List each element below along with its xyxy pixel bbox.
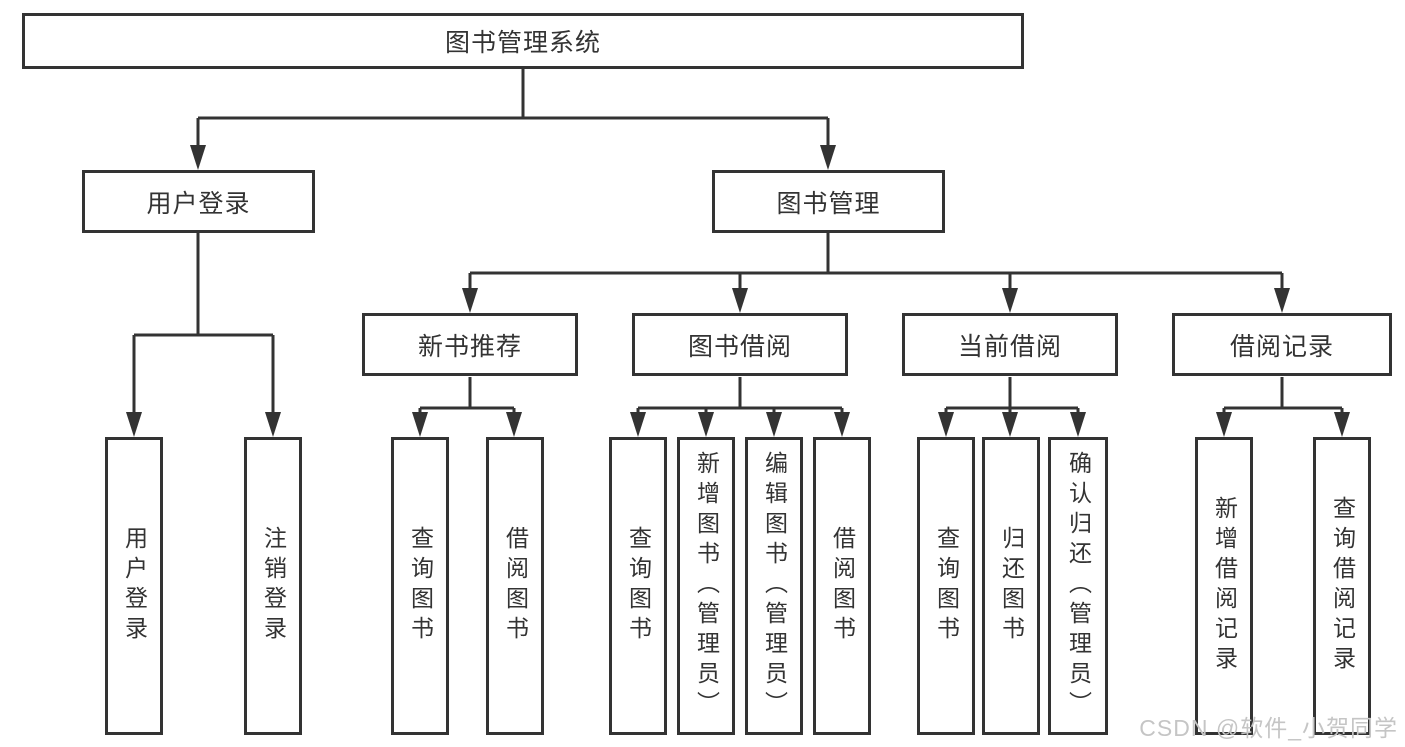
node-book-management: 图书管理 <box>712 170 945 233</box>
leaf-edit-book-admin: 编辑图书（管理员） <box>745 437 803 735</box>
watermark: CSDN @软件_小贺同学 <box>1139 715 1398 741</box>
node-book-borrowing: 图书借阅 <box>632 313 848 376</box>
leaf-add-book-admin-label: 新增图书（管理员） <box>693 451 720 721</box>
leaf-borrow-books-1-label: 借阅图书 <box>502 526 529 646</box>
node-borrowing-records-label: 借阅记录 <box>1229 332 1334 361</box>
node-library-system-label: 图书管理系统 <box>444 29 601 57</box>
node-user-login: 用户登录 <box>82 170 315 233</box>
leaf-query-books-1-label: 查询图书 <box>407 526 434 646</box>
node-current-borrowing-label: 当前借阅 <box>957 332 1062 361</box>
leaf-edit-book-admin-label: 编辑图书（管理员） <box>761 451 788 721</box>
leaf-query-books-3-label: 查询图书 <box>933 526 960 646</box>
leaf-borrow-books-1: 借阅图书 <box>486 437 544 735</box>
leaf-confirm-return-admin-label: 确认归还（管理员） <box>1065 451 1092 721</box>
leaf-user-login: 用户登录 <box>105 437 163 735</box>
leaf-confirm-return-admin: 确认归还（管理员） <box>1048 437 1108 735</box>
node-book-management-label: 图书管理 <box>776 189 881 218</box>
arrowheads <box>126 145 1350 437</box>
node-library-system: 图书管理系统 <box>22 13 1024 69</box>
leaf-add-book-admin: 新增图书（管理员） <box>677 437 735 735</box>
leaf-borrow-books-2-label: 借阅图书 <box>829 526 856 646</box>
leaf-user-login-label: 用户登录 <box>121 526 148 646</box>
leaf-query-borrow-record: 查询借阅记录 <box>1313 437 1371 735</box>
leaf-logout-label: 注销登录 <box>260 526 287 646</box>
node-book-borrowing-label: 图书借阅 <box>687 332 792 361</box>
node-new-book-recommend-label: 新书推荐 <box>417 332 522 361</box>
leaf-return-books-label: 归还图书 <box>998 526 1025 646</box>
node-borrowing-records: 借阅记录 <box>1172 313 1392 376</box>
leaf-query-books-2: 查询图书 <box>609 437 667 735</box>
node-new-book-recommend: 新书推荐 <box>362 313 578 376</box>
leaf-query-books-3: 查询图书 <box>917 437 975 735</box>
leaf-return-books: 归还图书 <box>982 437 1040 735</box>
leaf-query-borrow-record-label: 查询借阅记录 <box>1329 496 1356 676</box>
leaf-add-borrow-record: 新增借阅记录 <box>1195 437 1253 735</box>
leaf-add-borrow-record-label: 新增借阅记录 <box>1211 496 1238 676</box>
leaf-logout: 注销登录 <box>244 437 302 735</box>
node-current-borrowing: 当前借阅 <box>902 313 1118 376</box>
leaf-query-books-2-label: 查询图书 <box>625 526 652 646</box>
node-user-login-label: 用户登录 <box>146 189 251 218</box>
leaf-query-books-1: 查询图书 <box>391 437 449 735</box>
leaf-borrow-books-2: 借阅图书 <box>813 437 871 735</box>
